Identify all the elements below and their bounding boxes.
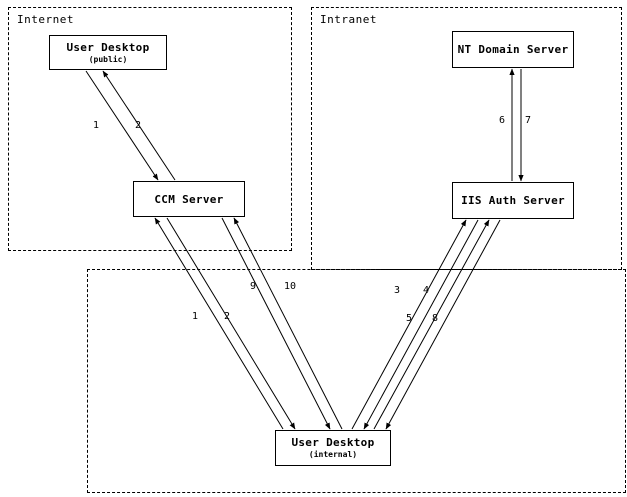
connector-step-2: [102, 70, 176, 181]
step-label-10: 10: [284, 281, 297, 292]
connector-step-9: [221, 217, 331, 430]
connector-step-1: [85, 70, 159, 181]
node-iis-auth-server[interactable]: IIS Auth Server: [452, 182, 574, 219]
node-title: NT Domain Server: [457, 43, 569, 56]
node-user-desktop-internal[interactable]: User Desktop (internal): [275, 430, 391, 466]
step-label-6: 6: [499, 115, 506, 126]
zone-label-internet: Internet: [17, 13, 74, 26]
node-nt-domain-server[interactable]: NT Domain Server: [452, 31, 574, 68]
node-title: IIS Auth Server: [461, 194, 565, 207]
step-label-7: 7: [525, 115, 532, 126]
node-user-desktop-public[interactable]: User Desktop (public): [49, 35, 167, 70]
connector-step-10: [233, 217, 343, 430]
node-subtitle: (public): [88, 54, 128, 64]
node-ccm-server[interactable]: CCM Server: [133, 181, 245, 217]
step-label-2: 2: [135, 120, 142, 131]
connector-step-8: [385, 219, 501, 430]
zone-label-intranet: Intranet: [320, 13, 377, 26]
zone-internal-network: [87, 269, 626, 493]
step-label-8: 8: [432, 313, 439, 324]
connector-step-1: [154, 217, 284, 430]
connector-step-3: [351, 219, 467, 430]
step-label-3: 3: [394, 285, 401, 296]
node-title: User Desktop: [291, 436, 375, 449]
node-title: User Desktop: [66, 40, 150, 54]
step-label-1: 1: [192, 311, 199, 322]
step-label-9: 9: [250, 281, 257, 292]
zone-internet: [8, 7, 292, 251]
step-label-5: 5: [406, 313, 413, 324]
node-title: CCM Server: [154, 192, 224, 206]
node-subtitle: (internal): [308, 450, 358, 459]
connector-step-4: [363, 219, 479, 430]
step-label-1: 1: [93, 120, 100, 131]
step-label-2: 2: [224, 311, 231, 322]
connector-step-2: [166, 217, 296, 430]
step-label-4: 4: [423, 285, 430, 296]
connector-step-5: [373, 219, 490, 430]
